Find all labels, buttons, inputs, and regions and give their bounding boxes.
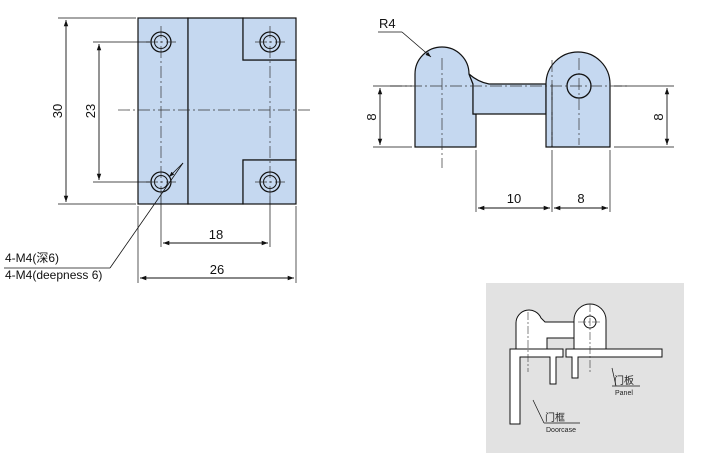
side-center-lines	[390, 58, 630, 168]
hole-callout-cn: 4-M4(深6)	[5, 251, 59, 265]
dim-side-bottom-left-label: 10	[507, 191, 521, 206]
panel-label-en: Panel	[615, 390, 633, 397]
doorcase-label-cn: 门框	[545, 411, 565, 424]
front-center-lines	[118, 26, 310, 196]
dim-side-right-height: 8	[651, 88, 670, 145]
side-bridge	[468, 73, 547, 115]
front-view: 30 23 18 26 4-M4(深6) 4-M4(deepness 6)	[4, 17, 310, 283]
dim-side-bottom-left: 10	[478, 191, 550, 211]
radius-callout: R4	[378, 16, 432, 58]
dim-hole-horizontal-label: 18	[209, 227, 223, 242]
hole-callout-en: 4-M4(deepness 6)	[5, 268, 102, 282]
doorcase-label-en: Doorcase	[546, 427, 576, 434]
inset-center-lines	[527, 304, 602, 372]
side-right-knuckle	[545, 51, 611, 148]
dim-hole-vertical: 23	[83, 44, 102, 180]
dim-side-left-height: 8	[364, 88, 383, 145]
inset-doorcase	[509, 348, 564, 425]
dim-overall-width: 26	[140, 262, 294, 281]
dim-side-right-height-label: 8	[651, 113, 666, 120]
dim-overall-width-label: 26	[210, 262, 224, 277]
dim-hole-horizontal: 18	[163, 227, 268, 246]
dim-side-bottom-right-label: 8	[577, 191, 584, 206]
inset-hinge-right	[573, 303, 607, 350]
installation-inset: 门板 Panel 门框 Doorcase	[486, 283, 684, 453]
dim-overall-height-label: 30	[50, 104, 65, 118]
side-left-block	[414, 46, 477, 148]
radius-label: R4	[379, 16, 396, 31]
front-body	[137, 17, 297, 205]
dim-side-bottom-right: 8	[554, 191, 608, 211]
side-extension-lines	[373, 85, 674, 212]
dim-overall-height: 30	[50, 20, 69, 202]
front-extension-lines	[58, 17, 297, 283]
hole-callout: 4-M4(深6) 4-M4(deepness 6)	[4, 162, 184, 282]
panel-label-cn: 门板	[614, 374, 634, 387]
side-view: R4 8 8 10 8	[364, 16, 674, 212]
dim-hole-vertical-label: 23	[83, 104, 98, 118]
dim-side-left-height-label: 8	[364, 113, 379, 120]
